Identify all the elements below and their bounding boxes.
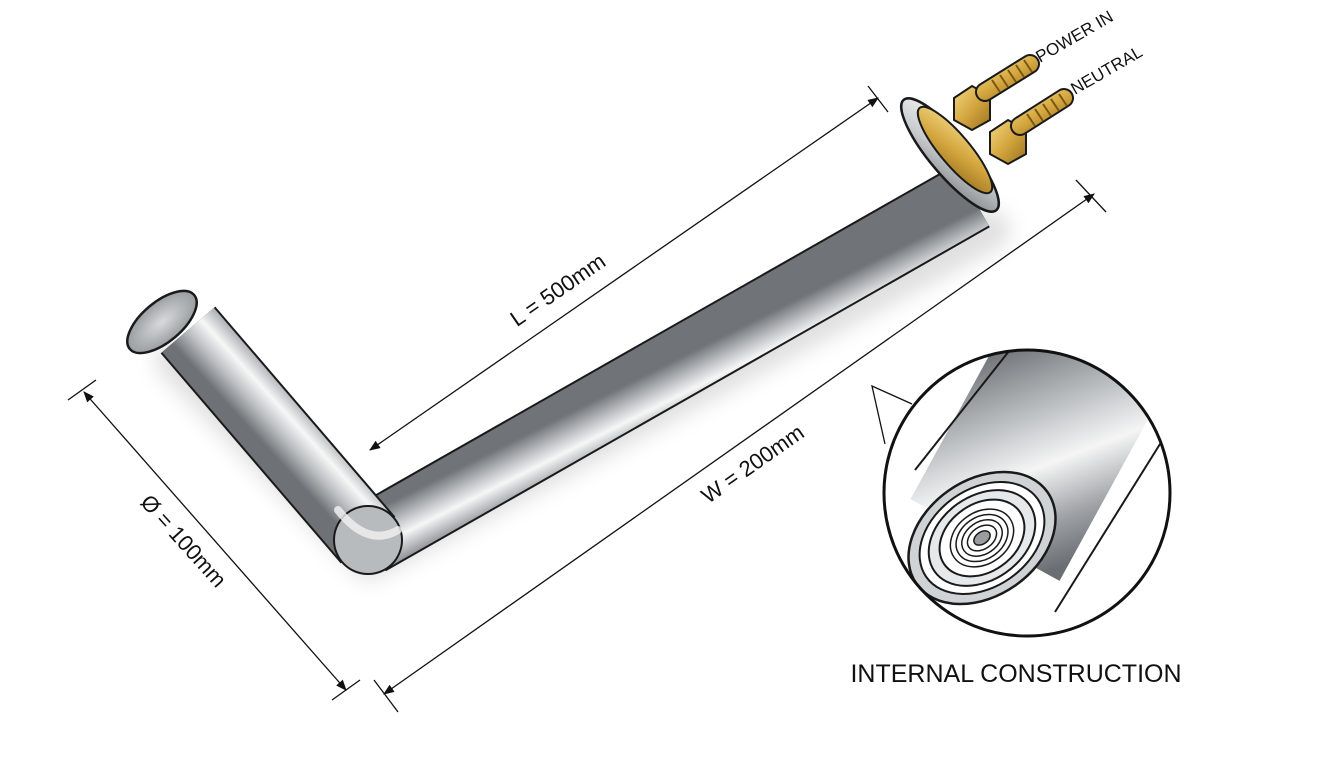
terminal-assembly (899, 54, 1074, 213)
detail-callout (871, 348, 1172, 638)
width-label: W = 200mm (697, 419, 809, 508)
width-extension-line-start (373, 679, 399, 713)
power-terminal-stud (977, 56, 1038, 100)
detail-coil-2 (955, 513, 1009, 563)
detail-coil-3 (961, 519, 1003, 557)
power-terminal (953, 54, 1040, 132)
width-dimension-line (383, 193, 1095, 695)
diameter-extension-line-start (67, 379, 97, 401)
heating-tube (126, 164, 990, 575)
neutral-label: NEUTRAL (1068, 42, 1146, 98)
detail-coil-4 (966, 524, 998, 552)
diameter-dimension-line (83, 391, 347, 691)
diameter-dimension (67, 379, 361, 701)
diameter-extension-line-end (331, 679, 361, 701)
power-in-label: POWER IN (1033, 7, 1117, 66)
detail-core (973, 530, 991, 546)
detail-circle-border (882, 348, 1172, 638)
width-extension-line-end (1075, 179, 1107, 213)
internal-construction-caption: INTERNAL CONSTRUCTION (850, 660, 1181, 688)
width-dimension (373, 179, 1107, 713)
tube-long-segment (351, 166, 989, 570)
length-label: L = 500mm (505, 248, 610, 331)
detail-tube-edges (914, 350, 1170, 613)
neutral-terminal-stud (1012, 90, 1072, 134)
callout-leader (871, 384, 913, 445)
neutral-terminal-thread (1026, 93, 1068, 127)
length-extension-line (867, 85, 889, 113)
detail-cross-section (907, 470, 1057, 606)
detail-cutaway (907, 350, 1170, 613)
neutral-terminal (989, 88, 1074, 166)
detail-coil-1 (949, 508, 1015, 568)
power-terminal-thread (991, 59, 1033, 93)
brass-gasket (916, 105, 994, 195)
tube-end-cap (126, 289, 198, 355)
